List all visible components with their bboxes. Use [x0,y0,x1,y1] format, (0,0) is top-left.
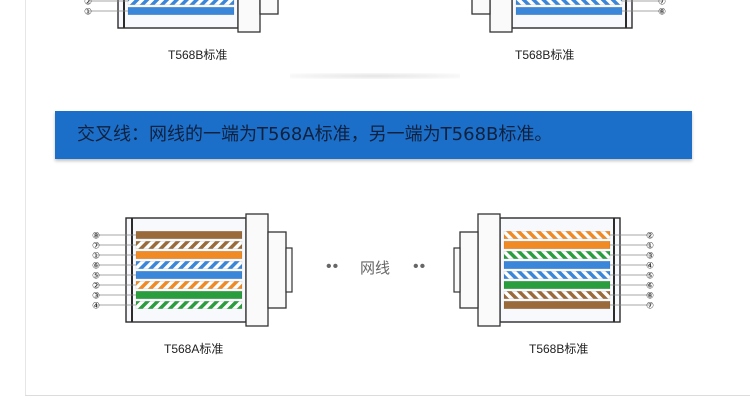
pin-number-label: ⑥ [646,282,654,292]
pin-number-label: ② [84,0,92,8]
pin-number-label: ① [84,8,92,18]
pin-number-label: ⑧ [646,292,654,302]
pin-number-label: ④ [646,262,654,272]
top-left-connector-svg: ②① [84,0,279,33]
plug-tab [267,231,287,309]
pin-number-label: ① [646,242,654,252]
top-right-caption: T568B标准 [515,48,575,62]
wire-brown [503,301,611,309]
banner-text: 交叉线：网线的一端为T568A标准，另一端为T568B标准。 [77,124,553,145]
wire-green [135,291,243,299]
pin-number-label: ⑦ [92,242,100,252]
pin-number-label: ① [92,252,100,262]
wire-brown [135,231,243,239]
pin-number-label: ⑦ [646,302,654,312]
top-right-connector-svg: ⑦⑧ [471,0,666,33]
wire-green [503,281,611,289]
pin-number-label: ④ [92,302,100,312]
crossover-banner: 交叉线：网线的一端为T568A标准，另一端为T568B标准。 [55,111,692,159]
wire-orange [503,241,611,249]
wire-white-orange [135,281,243,289]
wire-white-brown [503,291,611,299]
pin-number-label: ③ [646,252,654,262]
pin-number-label: ③ [92,292,100,302]
plug-tab [471,0,491,15]
cable-dots-left: •• [326,258,340,275]
wire-white-orange [503,231,611,239]
wire-orange [135,251,243,259]
pin-number-label: ② [646,232,654,242]
bottom-right-caption: T568B标准 [529,342,589,356]
wire-white-blue [503,271,611,279]
frame-left-border [25,0,26,396]
plug-tab [259,0,279,15]
plug-tab [459,231,479,309]
cable-label: 网线 [360,260,391,277]
plug-latch [477,213,501,327]
pin-number-label: ⑧ [92,232,100,242]
plug-latch [489,0,513,33]
wire-white-blue [135,261,243,269]
pin-number-label: ⑦ [658,0,666,8]
wire-white-brown [135,241,243,249]
wire-white-green [135,301,243,309]
top-left-caption: T568B标准 [168,48,228,62]
wire-white-blue [515,0,623,5]
pin-number-label: ⑥ [92,262,100,272]
wire-blue [127,7,235,15]
wire-blue [135,271,243,279]
pin-number-label: ⑤ [646,272,654,282]
wire-white-green [503,251,611,259]
bottom-left-caption: T568A标准 [164,342,224,356]
plug-tab-tip [285,247,293,293]
plug-tab-tip [453,247,461,293]
cable-dots-right: •• [413,258,427,275]
plug-latch [237,0,261,33]
wire-white-blue [127,0,235,5]
pin-number-label: ⑧ [658,8,666,18]
pin-number-label: ⑤ [92,272,100,282]
frame-bottom-border [25,395,750,396]
pin-number-label: ② [92,282,100,292]
shadow-decoration [290,73,460,79]
wire-blue [503,261,611,269]
plug-latch [245,213,269,327]
wire-blue [515,7,623,15]
